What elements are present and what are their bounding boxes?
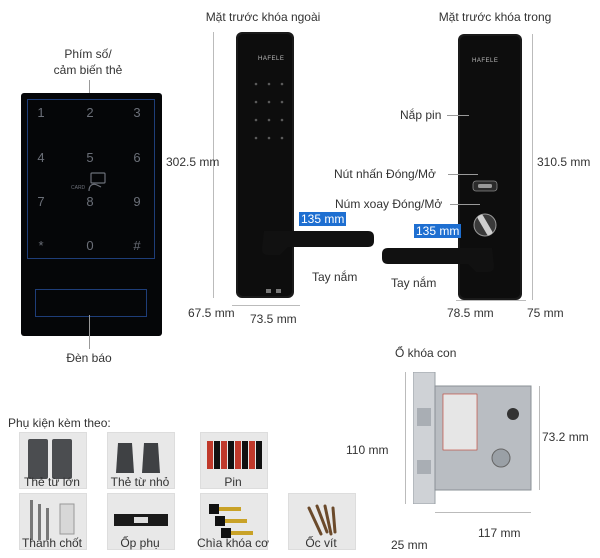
small-card-icon bbox=[116, 443, 160, 473]
mortise-depth-dim: 25 mm bbox=[391, 538, 428, 552]
keys-icon bbox=[209, 504, 253, 538]
mortise-height-line bbox=[405, 372, 406, 504]
battery-icon bbox=[207, 441, 262, 469]
key-6: 6 bbox=[133, 150, 141, 165]
keypad-label-line1: Phím số/ bbox=[64, 47, 112, 61]
battery-tile bbox=[200, 432, 268, 489]
battery-leader bbox=[447, 115, 469, 116]
key-9: 9 bbox=[133, 194, 141, 209]
button-leader bbox=[448, 174, 478, 175]
open-close-button-icon bbox=[472, 180, 498, 192]
keypad-panel: 1 2 3 4 5 6 7 8 9 * 0 # CARD bbox=[21, 93, 162, 336]
latch-bar-tile bbox=[19, 493, 87, 550]
large-card-label: Thẻ từ lớn bbox=[24, 475, 80, 489]
key-hash: # bbox=[133, 238, 141, 253]
accessories-heading: Phụ kiện kèm theo: bbox=[8, 416, 111, 430]
inner-handle-label: Tay nắm bbox=[391, 276, 437, 290]
inner-depth-dim: 75 mm bbox=[527, 306, 564, 320]
outer-keyhole bbox=[266, 289, 281, 293]
cover-plate-icon bbox=[114, 514, 168, 526]
key-3: 3 bbox=[133, 105, 141, 120]
small-card-tile bbox=[107, 432, 175, 489]
inner-lock-body bbox=[458, 34, 522, 300]
latch-bar-label: Thanh chốt bbox=[21, 536, 83, 550]
thumb-turn-knob-label: Núm xoay Đóng/Mở bbox=[335, 197, 443, 211]
mortise-side-line bbox=[539, 386, 540, 490]
open-close-button-label: Nút nhấn Đóng/Mở bbox=[334, 167, 436, 181]
indicator-light-panel bbox=[35, 289, 147, 317]
thumb-turn-knob-icon bbox=[473, 213, 497, 237]
mortise-width-dim: 117 mm bbox=[478, 526, 521, 540]
mortise-title: Ổ khóa con bbox=[395, 346, 457, 360]
mortise-side-dim: 73.2 mm bbox=[542, 430, 589, 444]
small-card-label: Thẻ từ nhỏ bbox=[110, 475, 170, 489]
outer-handle bbox=[262, 231, 374, 255]
mortise-width-line bbox=[435, 512, 531, 513]
indicator-label: Đèn báo bbox=[66, 351, 112, 365]
cover-plate-label: Ốp phụ bbox=[120, 536, 160, 550]
key-2: 2 bbox=[86, 105, 94, 120]
screws-label: Ốc vít bbox=[305, 536, 337, 550]
outer-width-line bbox=[232, 305, 300, 306]
knob-leader bbox=[450, 204, 480, 205]
outer-keypad-dots bbox=[254, 82, 284, 140]
latch-bar-icon bbox=[30, 500, 75, 540]
key-star: * bbox=[38, 238, 44, 253]
outer-height-line bbox=[213, 32, 214, 298]
battery-cover-label: Nắp pin bbox=[400, 108, 442, 122]
battery-label: Pin bbox=[224, 475, 242, 489]
keypad-label-line2: cảm biến thẻ bbox=[53, 63, 123, 77]
large-card-tile bbox=[19, 432, 87, 489]
outer-handle-label: Tay nắm bbox=[312, 270, 358, 284]
inner-title: Mặt trước khóa trong bbox=[438, 10, 552, 24]
inner-handle-length: 135 mm bbox=[414, 224, 462, 238]
key-1: 1 bbox=[37, 105, 45, 120]
keys-tile bbox=[200, 493, 268, 550]
keypad-frame bbox=[27, 99, 155, 259]
outer-title: Mặt trước khóa ngoài bbox=[205, 10, 321, 24]
large-card-icon bbox=[28, 439, 72, 479]
card-sensor-icon bbox=[88, 172, 106, 192]
inner-height-line bbox=[532, 34, 533, 300]
inner-handle bbox=[382, 248, 494, 272]
key-8: 8 bbox=[86, 194, 94, 209]
mortise-lock-body bbox=[413, 372, 532, 504]
outer-depth-dim: 67.5 mm bbox=[188, 306, 235, 320]
inner-brand-logo: HAFELE bbox=[472, 58, 499, 64]
key-4: 4 bbox=[37, 150, 45, 165]
cover-plate-tile bbox=[107, 493, 175, 550]
inner-width-dim: 78.5 mm bbox=[447, 306, 494, 320]
key-0: 0 bbox=[86, 238, 94, 253]
key-7: 7 bbox=[37, 194, 45, 209]
keypad-label: Phím số/ cảm biến thẻ bbox=[48, 46, 128, 78]
outer-width-dim: 73.5 mm bbox=[250, 312, 297, 326]
inner-width-line bbox=[456, 300, 526, 301]
screws-icon bbox=[307, 504, 337, 536]
mortise-height-dim: 110 mm bbox=[346, 443, 389, 457]
keys-label: Chìa khóa cơ bbox=[197, 536, 269, 550]
inner-height-dim: 310.5 mm bbox=[537, 155, 591, 169]
outer-lock-body bbox=[236, 32, 294, 298]
outer-handle-length: 135 mm bbox=[299, 212, 347, 226]
indicator-leader bbox=[89, 315, 90, 349]
card-sensor-text: CARD bbox=[71, 185, 86, 191]
screws-tile bbox=[288, 493, 356, 550]
key-5: 5 bbox=[86, 150, 94, 165]
outer-brand-logo: HAFELE bbox=[258, 56, 285, 62]
outer-height-dim: 302.5 mm bbox=[166, 155, 220, 169]
keypad-label-leader bbox=[89, 80, 90, 94]
